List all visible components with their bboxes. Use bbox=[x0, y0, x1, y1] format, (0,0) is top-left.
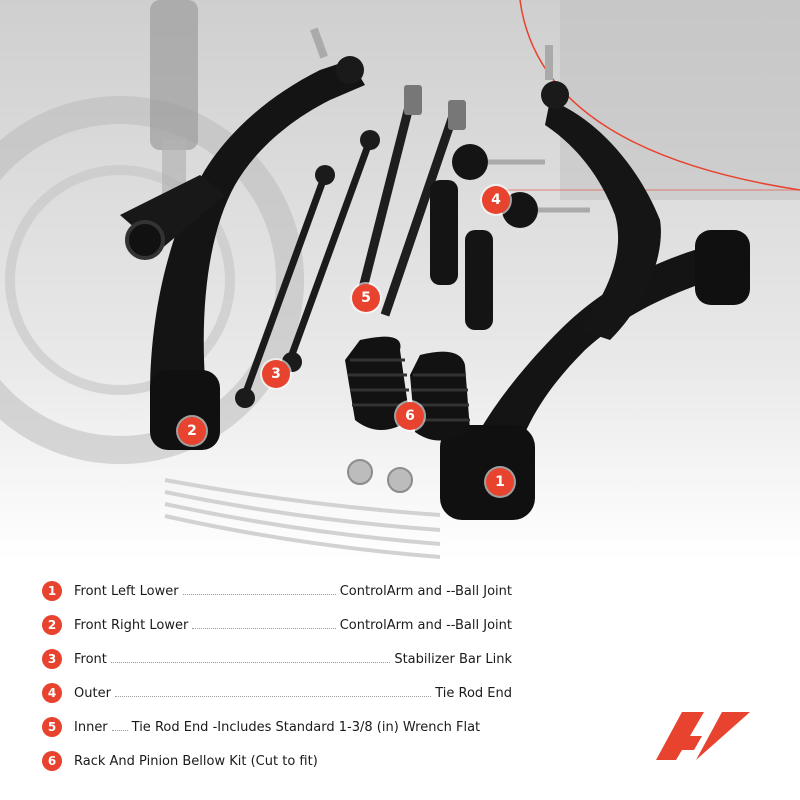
stabilizer-link-a bbox=[241, 173, 329, 397]
highlight-line bbox=[519, 0, 800, 191]
right-arm-bushing bbox=[695, 230, 750, 305]
legend-left-text: Outer bbox=[74, 685, 111, 701]
legend-right-text: ControlArm and --Ball Joint bbox=[339, 617, 512, 633]
legend-number-badge: 3 bbox=[42, 649, 62, 669]
marker-3: 3 bbox=[262, 360, 290, 388]
marker-2: 2 bbox=[178, 417, 206, 445]
left-ball-stud bbox=[310, 27, 328, 59]
outer-tie-rod-b bbox=[465, 230, 493, 330]
legend-number-badge: 6 bbox=[42, 751, 62, 771]
inner-tie-rod-b bbox=[380, 108, 460, 317]
marker-1: 1 bbox=[486, 468, 514, 496]
legend-right-text: ControlArm and --Ball Joint bbox=[339, 583, 512, 599]
legend-number-badge: 2 bbox=[42, 615, 62, 635]
legend-dotted-leader bbox=[114, 695, 432, 697]
washer-a bbox=[347, 459, 373, 485]
legend-left-text: Rack And Pinion Bellow Kit (Cut to fit) bbox=[74, 753, 318, 769]
legend-dotted-leader bbox=[110, 661, 391, 663]
wheel-rim bbox=[5, 165, 235, 395]
legend-row: 4 Outer Tie Rod End bbox=[42, 676, 512, 710]
ap-logo-icon bbox=[656, 712, 750, 760]
legend-left-text: Front Right Lower bbox=[74, 617, 189, 633]
legend-dotted-leader bbox=[111, 729, 128, 731]
washer-b bbox=[387, 467, 413, 493]
parts-legend: 1 Front Left Lower ControlArm and --Ball… bbox=[42, 574, 512, 778]
link-end-a1 bbox=[315, 165, 335, 185]
legend-dotted-leader bbox=[182, 593, 336, 595]
marker-6: 6 bbox=[396, 402, 424, 430]
legend-number-badge: 4 bbox=[42, 683, 62, 703]
inner-tie-rod-a-end bbox=[404, 85, 422, 115]
right-ball-stud bbox=[545, 45, 553, 80]
legend-row: 1 Front Left Lower ControlArm and --Ball… bbox=[42, 574, 512, 608]
zip-ties bbox=[164, 478, 441, 559]
legend-left-text: Front bbox=[74, 651, 107, 667]
strut-boot bbox=[150, 0, 198, 150]
legend-row: 6 Rack And Pinion Bellow Kit (Cut to fit… bbox=[42, 744, 512, 778]
right-arm-upper bbox=[545, 100, 661, 340]
legend-row: 5 Inner Tie Rod End -Includes Standard 1… bbox=[42, 710, 512, 744]
inner-tie-rod-b-end bbox=[448, 100, 466, 130]
inner-tie-rod-a bbox=[355, 93, 417, 302]
right-ball-joint bbox=[541, 81, 569, 109]
outer-tie-rod-a bbox=[430, 180, 458, 285]
left-ball-joint bbox=[336, 56, 364, 84]
legend-number-badge: 1 bbox=[42, 581, 62, 601]
outer-tie-rod-a-head bbox=[452, 144, 488, 180]
legend-number-badge: 5 bbox=[42, 717, 62, 737]
left-control-arm bbox=[150, 60, 365, 395]
legend-row: 3 Front Stabilizer Bar Link bbox=[42, 642, 512, 676]
legend-right-text: Tie Rod End bbox=[435, 685, 512, 701]
legend-left-text: Inner bbox=[74, 719, 108, 735]
legend-right-text: Stabilizer Bar Link bbox=[394, 651, 512, 667]
bellow-left bbox=[345, 336, 410, 430]
marker-5: 5 bbox=[352, 284, 380, 312]
marker-4: 4 bbox=[482, 186, 510, 214]
legend-left-text: Front Left Lower bbox=[74, 583, 179, 599]
legend-row: 2 Front Right Lower ControlArm and --Bal… bbox=[42, 608, 512, 642]
legend-dotted-leader bbox=[192, 627, 336, 629]
product-photo bbox=[0, 0, 800, 560]
legend-right-text: Tie Rod End -Includes Standard 1-3/8 (in… bbox=[131, 719, 481, 735]
outer-tie-rod-b-head bbox=[502, 192, 538, 228]
right-control-arm bbox=[460, 240, 740, 480]
bellow-right bbox=[410, 351, 470, 441]
left-arm-bushing bbox=[125, 220, 165, 260]
link-end-a2 bbox=[235, 388, 255, 408]
link-end-b1 bbox=[360, 130, 380, 150]
right-arm-bushing-large bbox=[440, 425, 535, 520]
stabilizer-link-b bbox=[286, 138, 374, 362]
